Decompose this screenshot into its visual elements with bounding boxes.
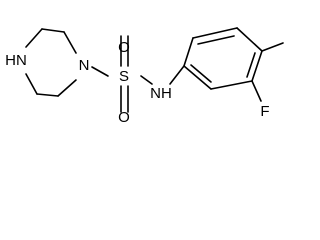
bond-benzene-5 (210, 80, 253, 90)
bond-f (251, 80, 262, 102)
bond-benzene-inner-2 (246, 52, 256, 78)
atom-label-o-bottom: O (118, 109, 130, 126)
atom-label-s: S (119, 68, 129, 85)
atom-label-f: F (260, 103, 269, 120)
bond-benzene-2 (192, 27, 238, 39)
structure-drawing: HN N S O O NH F (5, 27, 284, 126)
bond-benzene-4 (251, 50, 263, 82)
bond-ring-2 (41, 28, 65, 33)
bond-ring-5 (36, 93, 59, 97)
bond-ring-3 (63, 31, 77, 54)
bond-benzene-1 (183, 37, 194, 67)
bond-s-nh (140, 75, 153, 85)
bond-methyl (261, 42, 284, 52)
atom-label-o-top: O (118, 39, 130, 56)
bond-ring-6 (25, 73, 38, 95)
bond-nh-ring (169, 65, 185, 85)
atom-label-hn: HN (5, 52, 27, 69)
bond-benzene-inner-1 (197, 35, 235, 45)
atom-label-ring-n: N (79, 57, 90, 74)
bond-benzene-inner-3 (190, 64, 212, 83)
bond-ring-1 (25, 28, 43, 48)
bond-ring-4 (57, 79, 77, 97)
atom-label-nh: NH (150, 85, 172, 102)
bond-benzene-6 (183, 65, 212, 90)
bond-benzene-3 (236, 27, 263, 52)
bond-n-s (91, 66, 109, 77)
molecule-diagram: HN N S O O NH F (0, 0, 301, 127)
